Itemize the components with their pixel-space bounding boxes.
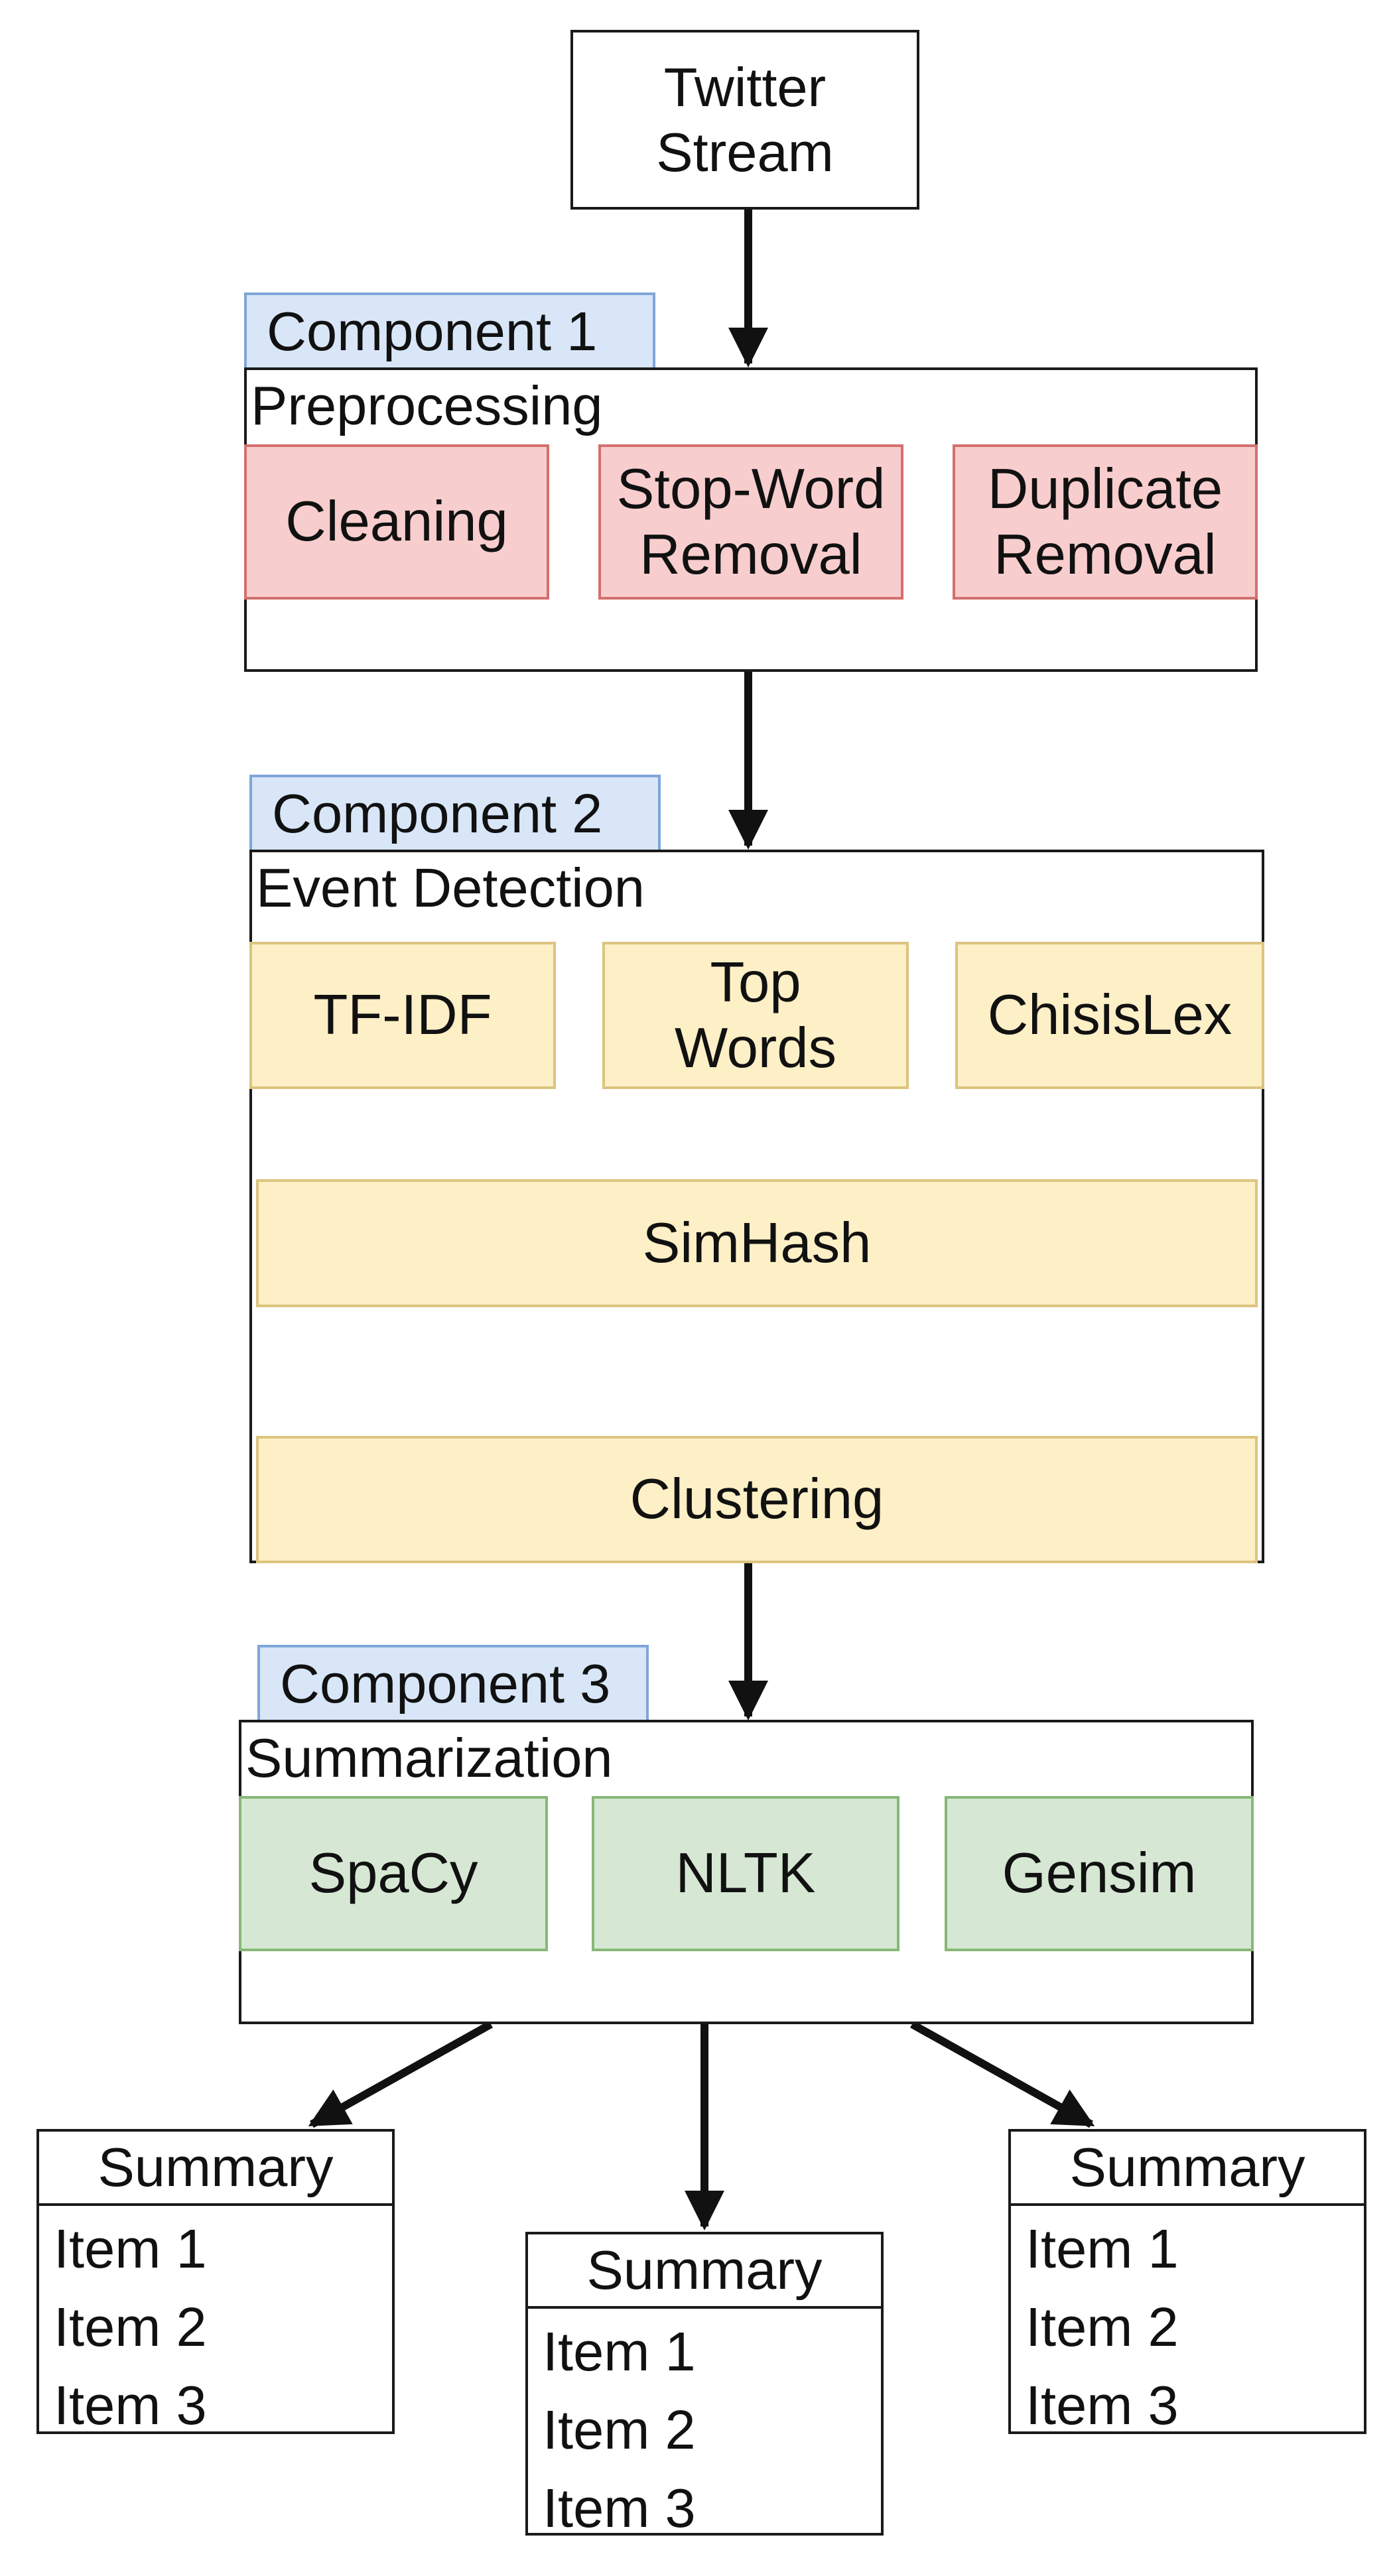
preprocessing-title: Preprocessing	[251, 375, 603, 436]
summary-item: Item 1	[54, 2218, 207, 2280]
summary-item: Item 1	[1026, 2218, 1179, 2280]
stop-word-removal-step: Stop-Word Removal	[598, 444, 903, 600]
summary-box-left: Summary Item 1 Item 2 Item 3	[36, 2129, 395, 2436]
summary-box-middle: Summary Item 1 Item 2 Item 3	[525, 2232, 884, 2539]
component-3-tag: Component 3	[257, 1645, 649, 1720]
summary-item: Item 3	[54, 2374, 207, 2436]
component-2-tag: Component 2	[249, 775, 661, 850]
gensim-step: Gensim	[945, 1796, 1254, 1951]
summary-header: Summary	[528, 2234, 881, 2309]
summary-item-list: Item 1 Item 2 Item 3	[1011, 2206, 1364, 2445]
chisislex-step: ChisisLex	[955, 942, 1264, 1089]
summary-item: Item 3	[1026, 2374, 1179, 2436]
summary-item: Item 2	[1026, 2296, 1179, 2358]
summary-item: Item 2	[543, 2399, 696, 2461]
top-words-step: Top Words	[602, 942, 909, 1089]
clustering-step: Clustering	[256, 1436, 1258, 1563]
arrow-summarization-to-summary-right	[910, 2020, 1095, 2128]
summary-header: Summary	[39, 2132, 392, 2206]
summary-box-right: Summary Item 1 Item 2 Item 3	[1008, 2129, 1366, 2436]
summary-item: Item 2	[54, 2296, 207, 2358]
simhash-step: SimHash	[256, 1179, 1258, 1307]
tf-idf-step: TF-IDF	[249, 942, 556, 1089]
summary-item-list: Item 1 Item 2 Item 3	[528, 2309, 881, 2547]
twitter-stream-box: Twitter Stream	[570, 30, 919, 210]
event-detection-title: Event Detection	[256, 857, 645, 919]
summarization-title: Summarization	[245, 1727, 613, 1789]
spacy-step: SpaCy	[239, 1796, 548, 1951]
summary-item: Item 1	[543, 2321, 696, 2382]
cleaning-step: Cleaning	[244, 444, 549, 600]
summary-item: Item 3	[543, 2477, 696, 2539]
summary-header: Summary	[1011, 2132, 1364, 2206]
duplicate-removal-step: Duplicate Removal	[953, 444, 1258, 600]
nltk-step: NLTK	[592, 1796, 899, 1951]
arrow-summarization-to-summary-left	[308, 2020, 493, 2128]
summary-item-list: Item 1 Item 2 Item 3	[39, 2206, 392, 2445]
component-1-tag: Component 1	[244, 292, 655, 367]
